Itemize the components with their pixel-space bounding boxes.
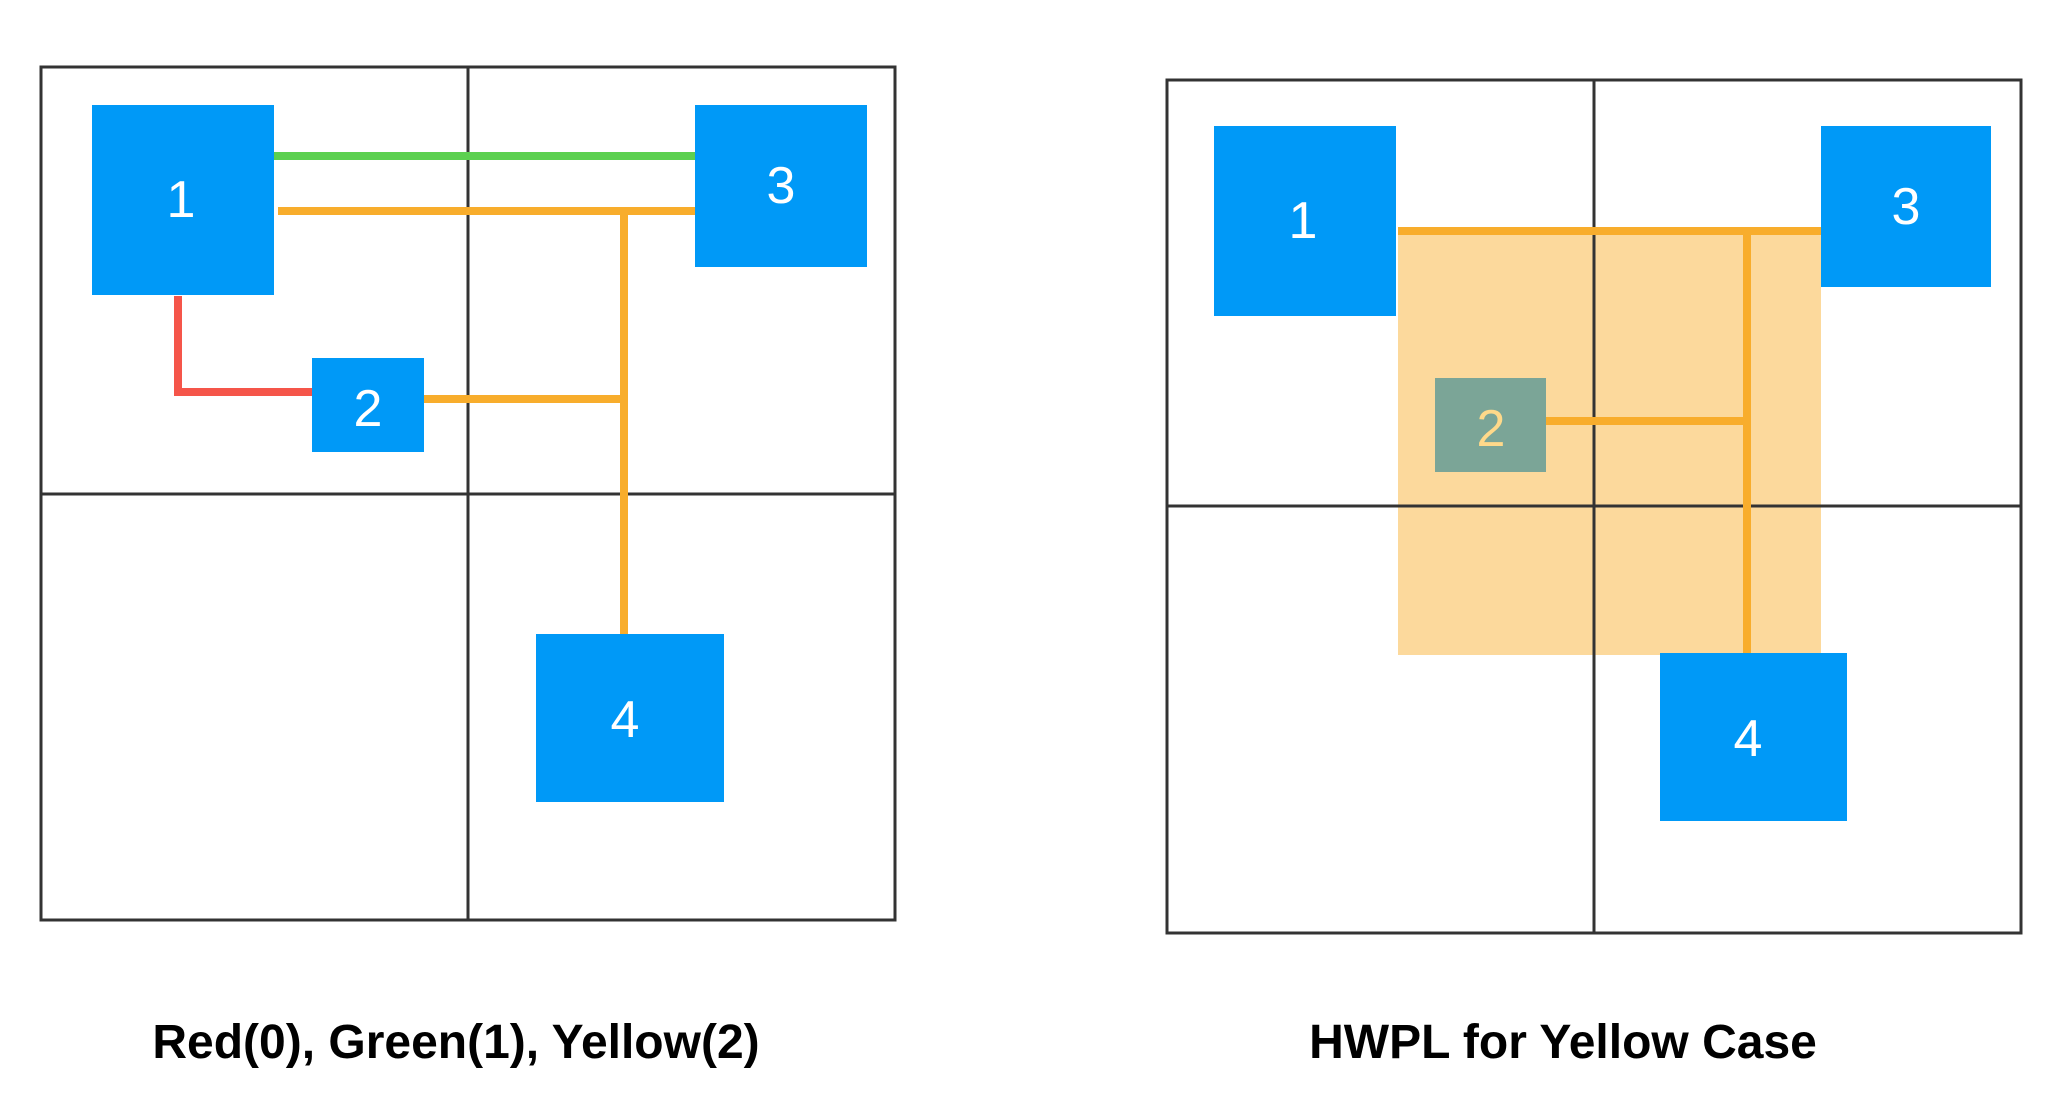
node-label: 1 (1289, 192, 1318, 250)
left-wires (174, 152, 695, 634)
right-node-4: 4 (1660, 653, 1847, 821)
node-label: 2 (354, 380, 383, 438)
right-node-3: 3 (1821, 126, 1991, 287)
right-caption: HWPL for Yellow Case (1309, 1016, 1817, 1069)
red-net-wire (174, 296, 312, 396)
right-node-1: 1 (1214, 126, 1396, 316)
node-box (695, 105, 867, 267)
left-node-4: 4 (536, 634, 724, 802)
right-panel: 1 2 3 4 HWPL for Yellow Case (1165, 78, 2023, 1069)
node-label: 4 (1734, 710, 1763, 768)
node-box (1660, 653, 1847, 821)
node-box (1214, 126, 1396, 316)
node-box (536, 634, 724, 802)
node-label: 3 (1892, 178, 1921, 236)
right-node-2: 2 (1435, 378, 1546, 472)
node-label: 4 (611, 691, 640, 749)
left-panel: 1 2 3 4 Red(0), Green(1), Yellow(2) (39, 65, 897, 1069)
left-node-1: 1 (92, 105, 274, 295)
right-wires (1398, 227, 1821, 655)
left-node-3: 3 (695, 105, 867, 267)
node-box (92, 105, 274, 295)
node-label: 3 (767, 157, 796, 215)
node-box (1821, 126, 1991, 287)
node-label: 2 (1477, 400, 1506, 458)
node-box (312, 358, 424, 452)
left-node-2: 2 (312, 358, 424, 452)
node-box-faded (1435, 378, 1546, 472)
right-grid (1165, 78, 2023, 935)
left-caption: Red(0), Green(1), Yellow(2) (152, 1016, 759, 1069)
node-label: 1 (167, 171, 196, 229)
